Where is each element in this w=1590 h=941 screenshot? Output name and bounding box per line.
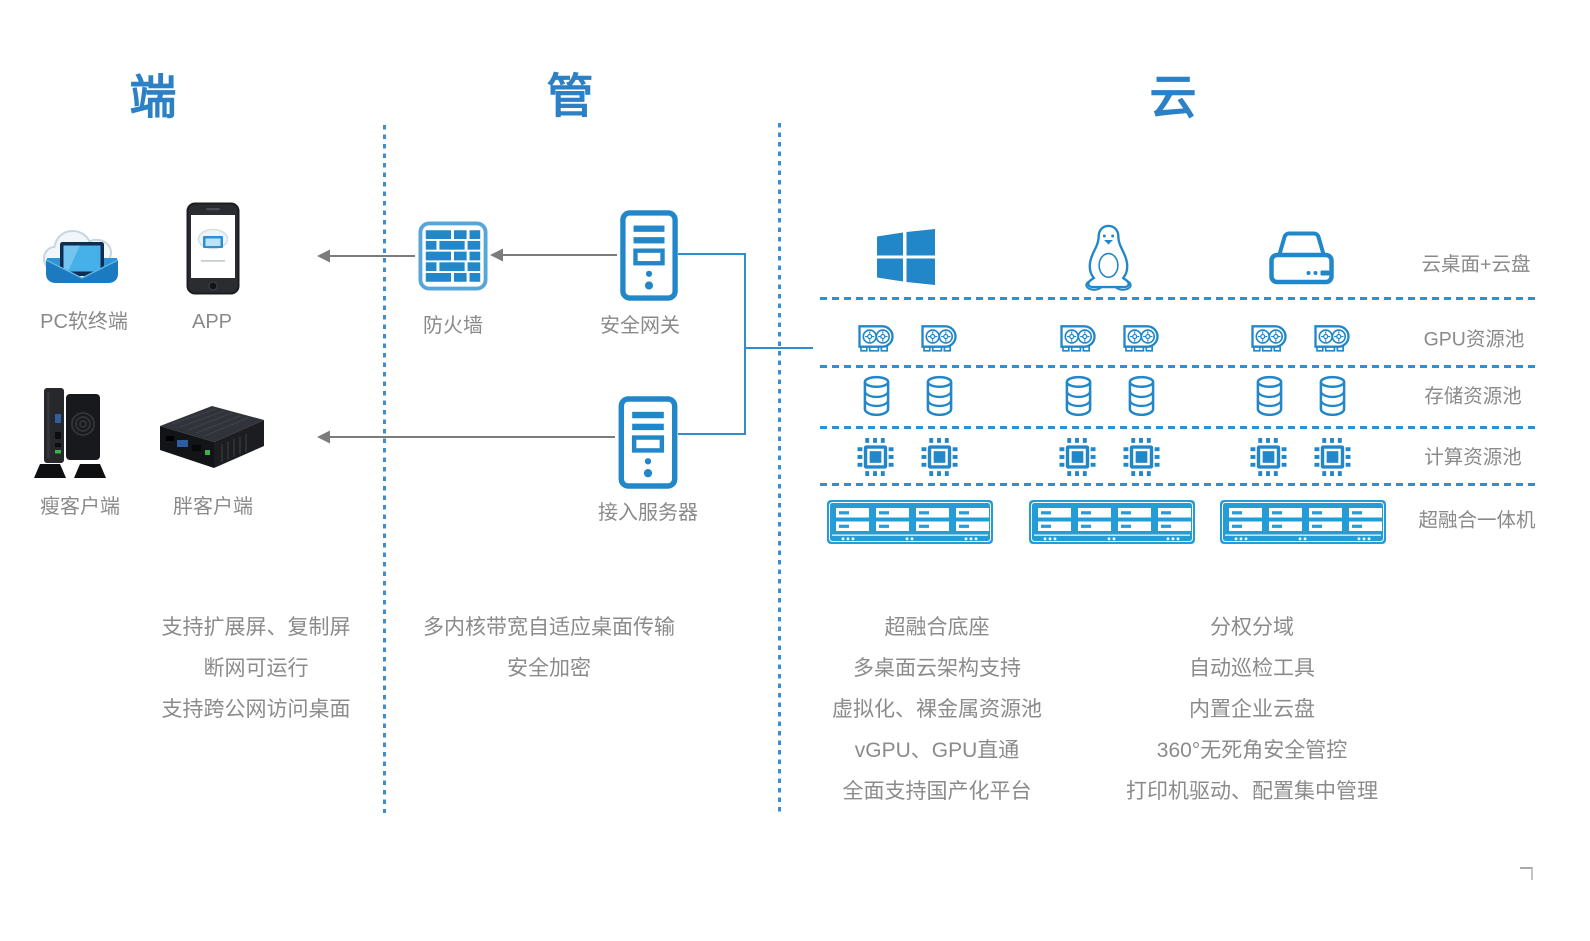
cloud-features-right: 分权分域 自动巡检工具 内置企业云盘 360°无死角安全管控 打印机驱动、配置集… [1126, 607, 1378, 812]
arrow-head-to-firewall [490, 248, 503, 262]
windows-logo-icon [877, 229, 935, 285]
section-title-cloud: 云 [1149, 70, 1197, 124]
cpu-chip-icon [1250, 437, 1287, 477]
cloud-disk-icon [1267, 229, 1336, 287]
feature-line: 多内核带宽自适应桌面传输 [423, 616, 675, 639]
feature-line: 自动巡检工具 [1189, 657, 1315, 680]
gpu-card-icon [1249, 321, 1290, 354]
feature-line: 打印机驱动、配置集中管理 [1126, 780, 1378, 803]
rack-server-icon [1028, 499, 1196, 545]
gpu-card-icon [1312, 321, 1353, 354]
database-icon [1318, 375, 1347, 416]
fat-client-icon [150, 400, 272, 472]
feature-line: 超融合底座 [884, 616, 990, 639]
label-storage-pool: 存储资源池 [1424, 385, 1522, 408]
label-app: APP [191, 311, 233, 333]
feature-line: 虚拟化、裸金属资源池 [832, 698, 1042, 721]
terminal-features: 支持扩展屏、复制屏 断网可运行 支持跨公网访问桌面 [162, 607, 351, 730]
section-title-pipe: 管 [546, 69, 594, 123]
cpu-chip-icon [1059, 437, 1096, 477]
arrow-head-to-terminal-top [317, 249, 330, 263]
gateway-cloud-bracket [678, 253, 813, 435]
smartphone-icon [186, 202, 240, 295]
label-access-server: 接入服务器 [598, 502, 698, 524]
label-pc-soft-terminal: PC软终端 [40, 311, 128, 333]
feature-line: vGPU、GPU直通 [854, 739, 1020, 762]
label-fat-client: 胖客户端 [173, 496, 253, 518]
feature-line: 分权分域 [1210, 616, 1294, 639]
rack-server-icon [826, 499, 994, 545]
cloud-row-separator-1 [820, 297, 1535, 300]
pipe-features: 多内核带宽自适应桌面传输 安全加密 [423, 607, 675, 689]
feature-line: 全面支持国产化平台 [842, 780, 1032, 803]
firewall-icon [418, 221, 488, 291]
security-gateway-server-tower-icon [620, 209, 678, 302]
feature-line: 断网可运行 [203, 657, 309, 680]
label-thin-client: 瘦客户端 [40, 496, 120, 518]
linux-tux-icon [1079, 223, 1138, 292]
feature-line: 内置企业云盘 [1189, 698, 1315, 721]
section-title-terminal: 端 [129, 70, 177, 124]
database-icon [1064, 375, 1093, 416]
label-cloud-desktop-disk: 云桌面+云盘 [1421, 253, 1531, 276]
gpu-card-icon [1058, 321, 1099, 354]
database-icon [1255, 375, 1284, 416]
thin-client-icon [34, 386, 122, 480]
divider-pipe-cloud [778, 123, 781, 813]
cpu-chip-icon [1123, 437, 1160, 477]
feature-line: 支持跨公网访问桌面 [161, 698, 351, 721]
cpu-chip-icon [921, 437, 958, 477]
cpu-chip-icon [1314, 437, 1351, 477]
database-icon [925, 375, 954, 416]
corner-mark [1520, 867, 1533, 880]
gpu-card-icon [1121, 321, 1162, 354]
access-server-tower-icon [618, 396, 678, 489]
label-firewall: 防火墙 [423, 315, 483, 337]
database-icon [862, 375, 891, 416]
label-hyper-converged-appliance: 超融合一体机 [1418, 509, 1536, 532]
gpu-card-icon [919, 321, 960, 354]
label-security-gateway: 安全网关 [600, 315, 680, 337]
feature-line: 支持扩展屏、复制屏 [161, 616, 351, 639]
cloud-row-separator-4 [820, 483, 1535, 486]
divider-terminal-pipe [383, 125, 386, 813]
cloud-row-separator-3 [820, 426, 1535, 429]
feature-line: 安全加密 [507, 657, 591, 680]
label-compute-pool: 计算资源池 [1424, 446, 1522, 469]
database-icon [1127, 375, 1156, 416]
label-gpu-pool: GPU资源池 [1423, 328, 1525, 351]
gpu-card-icon [856, 321, 897, 354]
cloud-features-left: 超融合底座 多桌面云架构支持 虚拟化、裸金属资源池 vGPU、GPU直通 全面支… [832, 607, 1042, 812]
rack-server-icon [1219, 499, 1387, 545]
feature-line: 多桌面云架构支持 [853, 657, 1021, 680]
feature-line: 360°无死角安全管控 [1156, 739, 1348, 762]
cpu-chip-icon [857, 437, 894, 477]
cloud-pc-icon [42, 220, 122, 290]
cloud-row-separator-2 [820, 365, 1535, 368]
arrow-head-to-terminal-bottom [317, 430, 330, 444]
